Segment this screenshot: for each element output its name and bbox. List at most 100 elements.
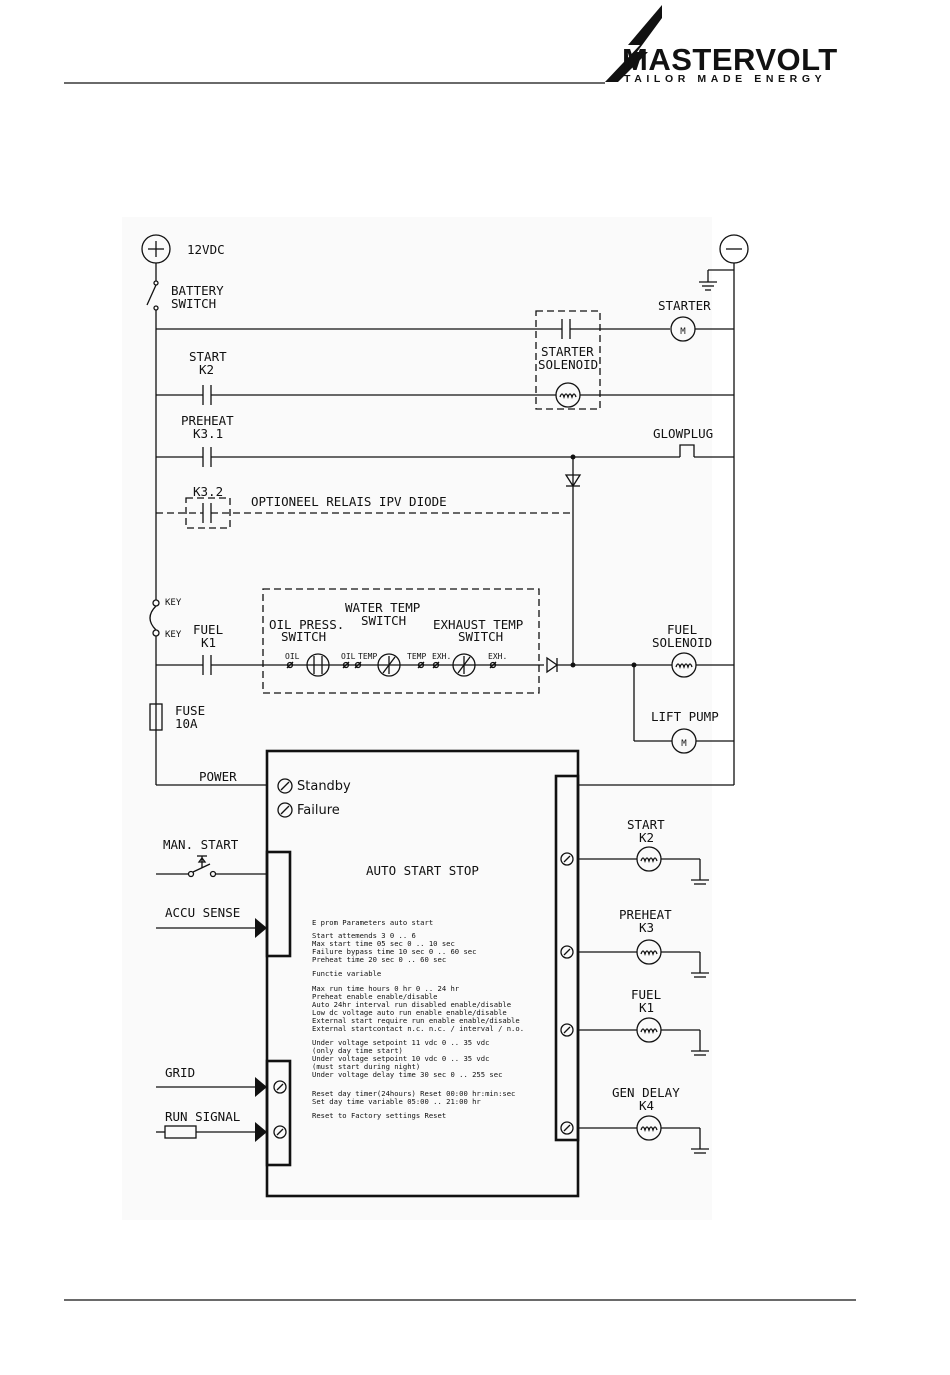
output-start-k2 — [560, 846, 709, 885]
param-line: Preheat time 20 sec 0 .. 60 sec — [312, 955, 446, 964]
factory-reset-line: Reset to Factory settings Reset — [312, 1111, 446, 1120]
standby-led-icon — [277, 778, 293, 794]
param-line: External startcontact n.c. n.c. / interv… — [312, 1024, 524, 1033]
starter-motor-symbol: M — [680, 327, 686, 337]
out-start-label-2: K2 — [639, 830, 654, 845]
fuse-label-1: FUSE — [175, 703, 205, 718]
right-terminal-strip — [554, 774, 580, 1142]
supply-voltage-label: 12VDC — [187, 242, 225, 257]
exh-terminal-2: EXH. — [488, 652, 507, 661]
starter-label: STARTER — [658, 298, 711, 313]
grid-input-led-icon — [273, 1080, 287, 1094]
fuel-solenoid-label-1: FUEL — [667, 622, 697, 637]
glowplug-label: GLOWPLUG — [653, 426, 713, 441]
accu-sense-label: ACCU SENSE — [165, 905, 240, 920]
param-line: External start require run enable enable… — [312, 1016, 520, 1025]
output-gen-delay-k4 — [560, 1115, 709, 1154]
water-temp-label-1: WATER TEMP — [345, 600, 420, 615]
oil-pressure-switch-icon — [306, 653, 330, 677]
param-line: Under voltage setpoint 11 vdc 0 .. 35 vd… — [312, 1038, 489, 1047]
out-fuel-label-2: K1 — [639, 1000, 654, 1015]
preheat-k31-label-2: K3.1 — [193, 426, 223, 441]
exhaust-temp-switch-icon — [452, 653, 476, 677]
lift-pump-label: LIFT PUMP — [651, 709, 719, 724]
key-switch-icon — [149, 595, 160, 665]
param-line: Under voltage setpoint 10 vdc 0 .. 35 vd… — [312, 1054, 489, 1063]
starter-solenoid-box — [535, 310, 601, 410]
oil-terminal-2: OIL — [341, 652, 356, 661]
controller-title: AUTO START STOP — [366, 863, 479, 878]
out-gen-delay-label-2: K4 — [639, 1098, 654, 1113]
out-preheat-label-2: K3 — [639, 920, 654, 935]
param-line: Preheat enable enable/disable — [312, 992, 438, 1001]
param-line: Under voltage delay time 30 sec 0 .. 255… — [312, 1070, 502, 1079]
output-preheat-k3 — [560, 939, 709, 978]
junction-dot — [570, 662, 576, 668]
left-terminal-strip-upper — [265, 850, 292, 958]
terminal-marks — [286, 661, 497, 669]
man-start-input — [156, 855, 267, 878]
fuel-k1-label-2: K1 — [201, 635, 216, 650]
start-k2-label-1: START — [189, 349, 227, 364]
param-heading: E prom Parameters auto start — [312, 918, 433, 927]
temp-terminal-1: TEMP — [358, 652, 377, 661]
failure-led-icon — [277, 802, 293, 818]
param-line: Low dc voltage auto run enable enable/di… — [312, 1008, 507, 1017]
minus-terminal — [719, 234, 749, 264]
grid-label: GRID — [165, 1065, 195, 1080]
param-line: Auto 24hr interval run disabled enable/d… — [312, 1000, 511, 1009]
param-line: Start attemends 3 0 .. 6 — [312, 931, 416, 940]
out-gen-delay-label-1: GEN DELAY — [612, 1085, 680, 1100]
run-signal-label: RUN SIGNAL — [165, 1109, 240, 1124]
diagram-panel — [122, 217, 712, 1220]
param-line: (only day time start) — [312, 1046, 403, 1055]
mastervolt-logo: MASTERVOLT TAILOR MADE ENERGY — [605, 5, 838, 85]
out-preheat-label-1: PREHEAT — [619, 907, 672, 922]
fuel-k1-label-1: FUEL — [193, 622, 223, 637]
glowplug-icon — [679, 444, 695, 457]
start-k2-label-2: K2 — [199, 362, 214, 377]
exh-terminal-1: EXH. — [432, 652, 451, 661]
param-line: (must start during night) — [312, 1062, 420, 1071]
fuel-solenoid-label-2: SOLENOID — [652, 635, 712, 650]
param-line: Set day time variable 05:00 .. 21:00 hr — [312, 1097, 481, 1106]
key-label-2: KEY — [165, 630, 182, 640]
optional-relay-note: OPTIONEEL RELAIS IPV DIODE — [251, 494, 447, 509]
standby-label: Standby — [297, 779, 351, 794]
run-signal-led-icon — [273, 1125, 287, 1139]
starter-solenoid-label-1: STARTER — [541, 344, 594, 359]
param-line: Reset day timer(24hours) Reset 00:00 hr:… — [312, 1089, 515, 1098]
battery-switch-label-1: BATTERY — [171, 283, 224, 298]
lightning-bolt-icon — [605, 5, 662, 82]
param-line: Max start time 05 sec 0 .. 10 sec — [312, 939, 455, 948]
water-temp-switch-icon — [377, 653, 401, 677]
key-label-1: KEY — [165, 598, 182, 608]
preheat-k31-label-1: PREHEAT — [181, 413, 234, 428]
diode-icon — [564, 474, 582, 488]
parameter-list: E prom Parameters auto start Start attem… — [312, 918, 524, 1120]
ground-icon — [699, 269, 734, 291]
oil-press-label-2: SWITCH — [281, 629, 326, 644]
out-start-label-1: START — [627, 817, 665, 832]
power-label: POWER — [199, 769, 237, 784]
fuse-label-2: 10A — [175, 716, 198, 731]
grid-arrow-icon — [255, 1077, 267, 1097]
param-line: Max run time hours 0 hr 0 .. 24 hr — [312, 984, 460, 993]
k32-box — [185, 497, 231, 529]
run-signal-arrow-icon — [255, 1122, 267, 1142]
brand-name: MASTERVOLT — [622, 42, 838, 77]
param-line: Failure bypass time 10 sec 0 .. 60 sec — [312, 947, 476, 956]
lift-pump-motor-symbol: M — [681, 739, 687, 749]
output-fuel-k1 — [560, 1017, 709, 1056]
out-fuel-label-1: FUEL — [631, 987, 661, 1002]
oil-terminal-1: OIL — [285, 652, 300, 661]
exhaust-temp-label-2: SWITCH — [458, 629, 503, 644]
exhaust-temp-label-1: EXHAUST TEMP — [433, 617, 523, 632]
left-terminal-strip-lower — [265, 1059, 292, 1167]
k32-label: K3.2 — [193, 484, 223, 499]
oil-press-label-1: OIL PRESS. — [269, 617, 344, 632]
failure-label: Failure — [297, 803, 340, 818]
water-temp-label-2: SWITCH — [361, 613, 406, 628]
